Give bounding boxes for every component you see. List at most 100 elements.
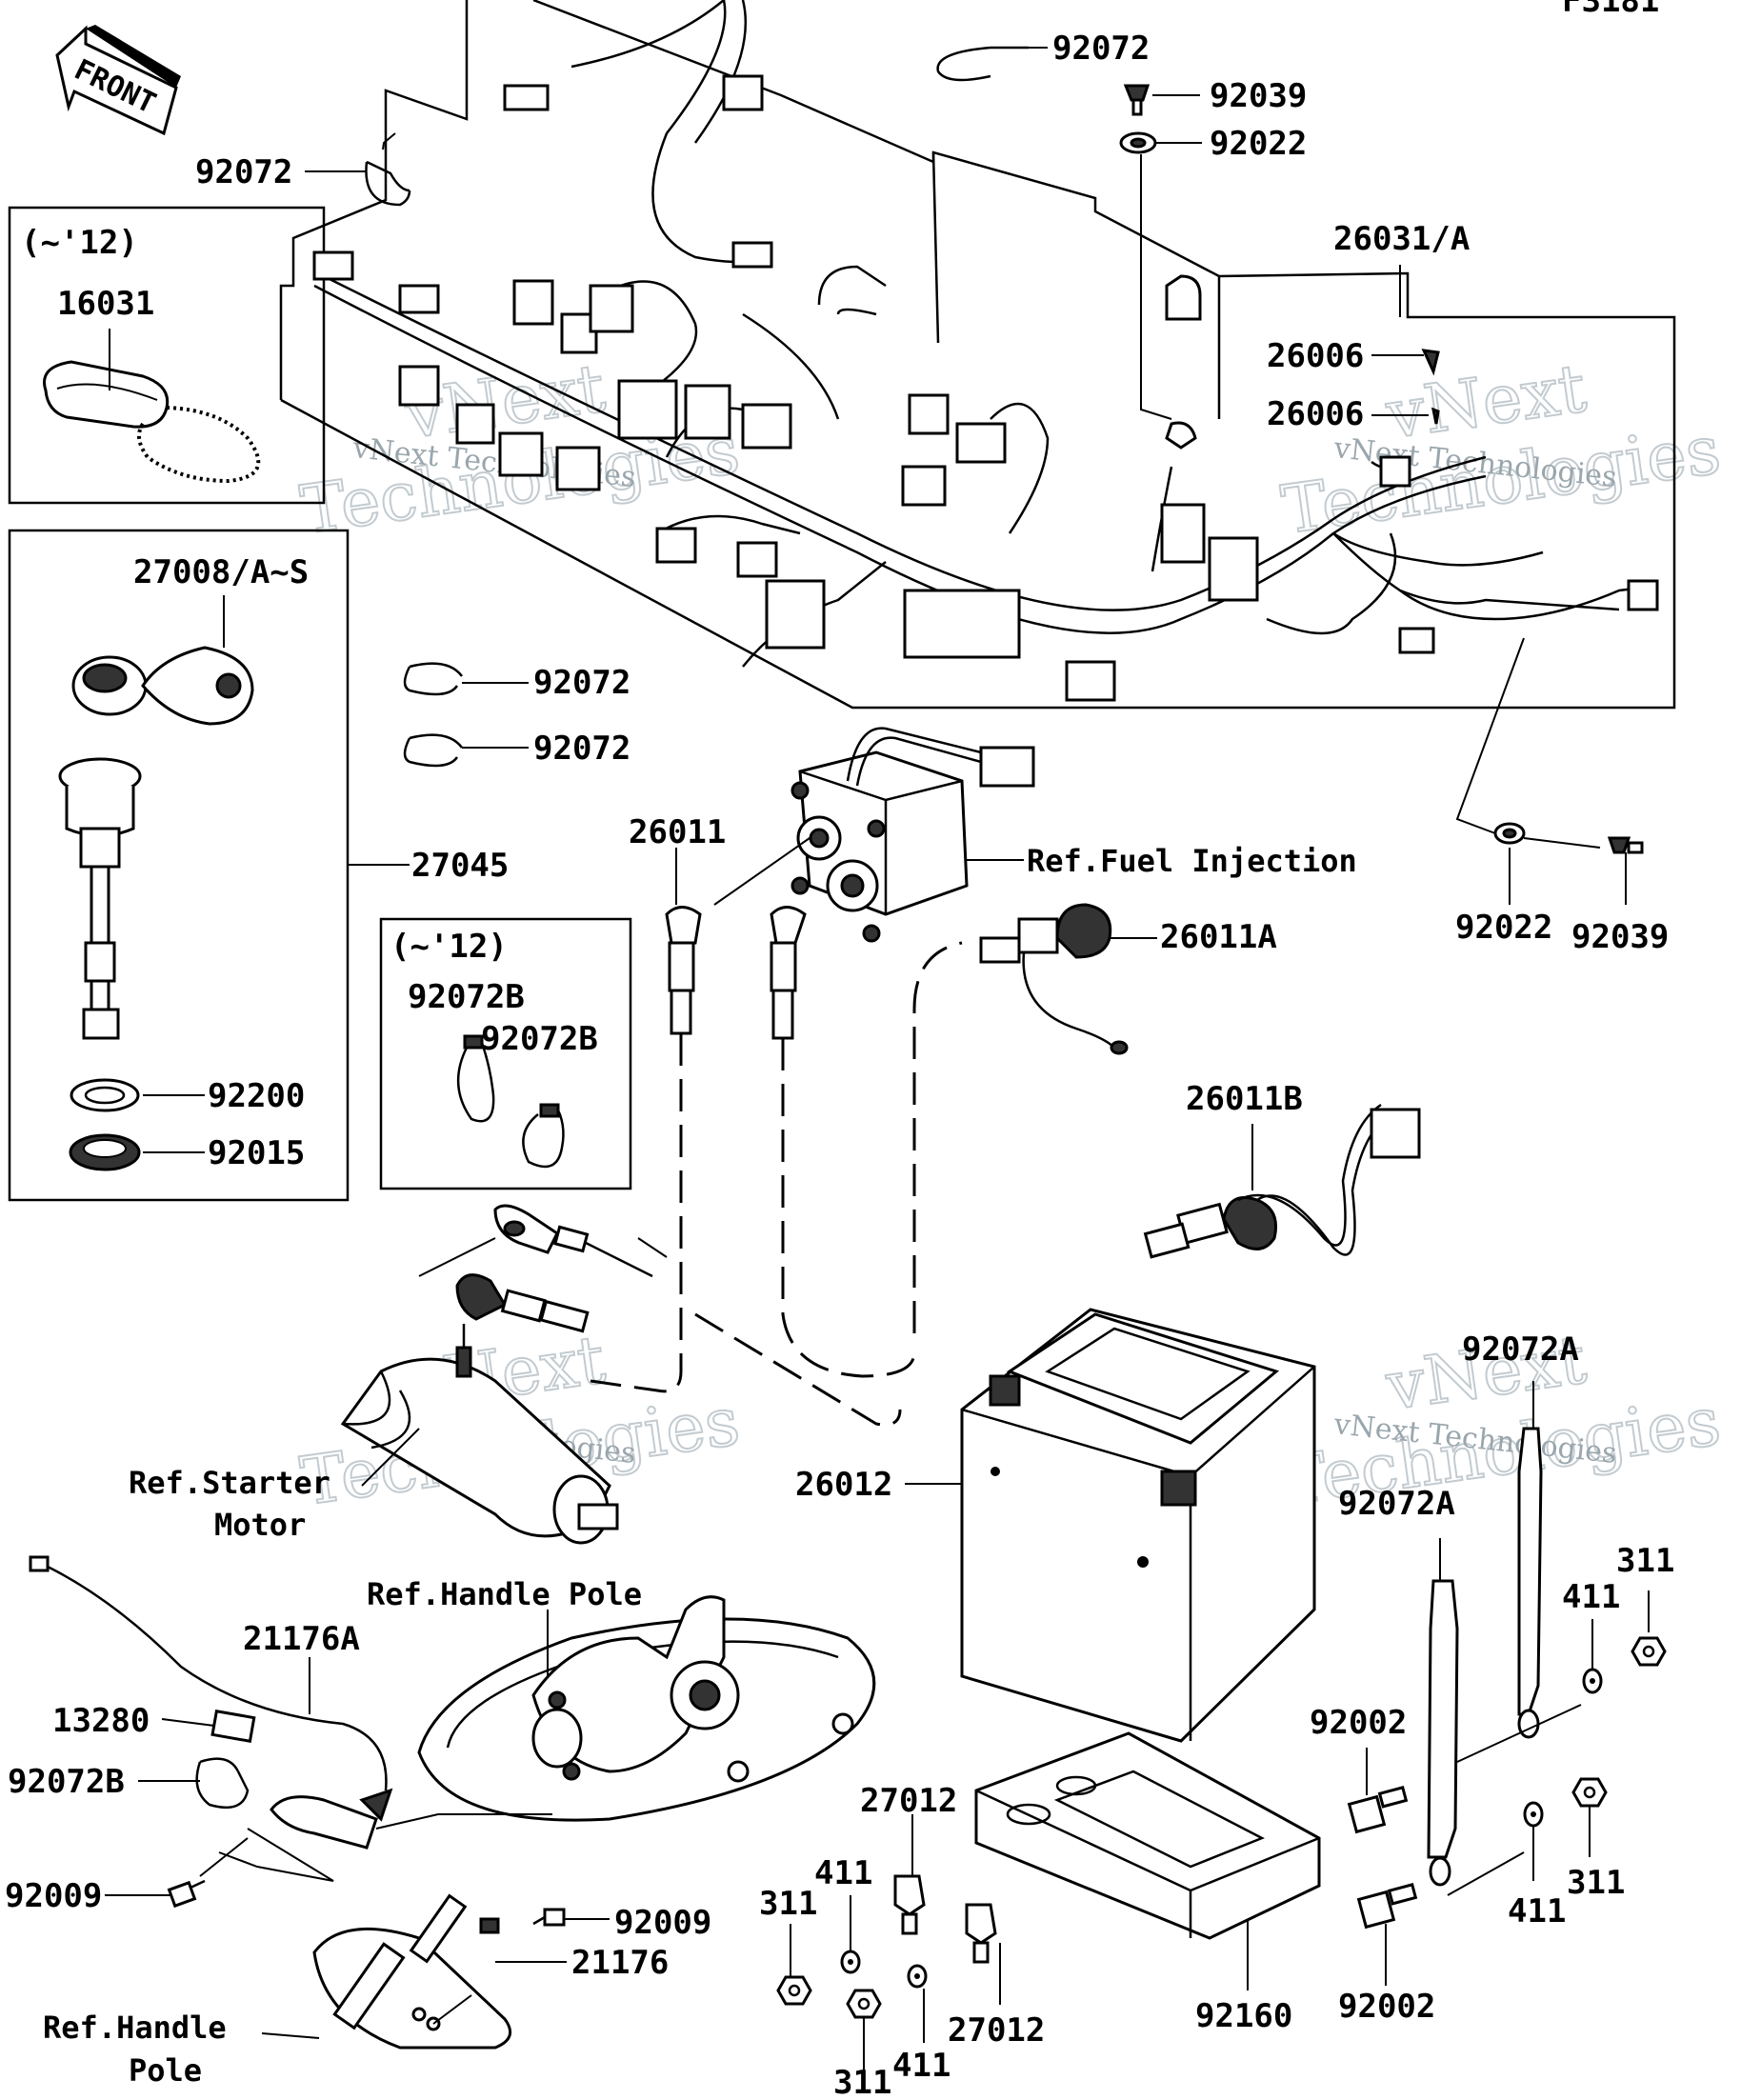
float-key-icon: [43, 360, 261, 484]
clip-26006-icon: [1421, 349, 1440, 376]
callout-label: 92009: [614, 1904, 711, 1942]
clamp-box-note: (~'12): [390, 928, 508, 966]
callout-label: 411: [814, 1854, 872, 1892]
clamp-icon: [456, 1034, 565, 1169]
battery-icon: [960, 1308, 1316, 1743]
bracket-27012-icon: [893, 1874, 926, 1935]
clip-92039-icon: [1123, 84, 1151, 116]
callout-labels: 92072 92039 92022 92072 26031/A 26006 26…: [5, 30, 1674, 2100]
bolt-92009-icon: [167, 1879, 206, 1909]
callout-label: 92072: [1052, 30, 1150, 68]
ignition-switch-icon: [58, 757, 142, 1040]
bolt-92009b-icon: [532, 1908, 566, 1927]
reference-labels: Ref.Fuel Injection Ref.Starter Motor Ref…: [43, 843, 1357, 2089]
callout-label: 311: [1616, 1542, 1674, 1580]
callout-label: 92200: [208, 1077, 305, 1115]
ignition-cap-icon: [71, 646, 254, 726]
callout-label: 92039: [1210, 77, 1307, 115]
ref-handle-pole: Ref.Handle Pole: [367, 1576, 642, 1612]
callout-label: 92072: [195, 153, 292, 191]
starter-motor-icon: [340, 1324, 619, 1545]
sensor-21176A-icon: [29, 1555, 393, 1850]
callout-label: 27012: [948, 2011, 1045, 2050]
callout-label: 26012: [795, 1466, 892, 1504]
watermark-2: vNext Technologies vNext Technologies: [1276, 348, 1726, 550]
callout-label: 16031: [57, 285, 154, 323]
callout-label: 311: [759, 1885, 817, 1923]
bolt-92002-icon: [1356, 1883, 1418, 1930]
nut-311-icon: [776, 1975, 812, 2006]
bolt-92002-icon: [1347, 1786, 1409, 1834]
callout-label: 26006: [1267, 337, 1364, 375]
ref-handle-pole-bottom-2: Pole: [129, 2052, 202, 2089]
callout-label: 26006: [1267, 395, 1364, 433]
washer-411-icon: [840, 1950, 861, 1974]
callout-label: 26011: [629, 813, 726, 851]
callout-label: 311: [1567, 1864, 1625, 1902]
nut-311-icon: [846, 1989, 882, 2019]
washer-411-icon: [1523, 1801, 1544, 1828]
starter-cable-1-icon: [493, 1204, 653, 1278]
callout-label: 411: [1562, 1578, 1620, 1616]
callout-label: 411: [1508, 1892, 1566, 1930]
callout-label: 26011B: [1186, 1080, 1303, 1118]
wiring-harness-icon: [279, 0, 1676, 710]
clamp-top-icon: [936, 46, 1029, 82]
callout-label: 26031/A: [1333, 220, 1470, 258]
clamp-box: [379, 917, 632, 1190]
nut-311-icon: [1571, 1777, 1608, 1808]
callout-label: 21176: [571, 1944, 669, 1982]
callout-label: 21176A: [243, 1620, 360, 1658]
callout-label: 26011A: [1160, 918, 1277, 956]
callout-label: 27045: [411, 847, 509, 885]
callout-label: 92009: [5, 1877, 102, 1915]
starter-cable-2-icon: [455, 1273, 590, 1333]
clamp-92072B-icon: [195, 1757, 250, 1810]
cable-26011B-icon: [1143, 1103, 1421, 1259]
callout-label: 92072A: [1338, 1485, 1455, 1523]
ref-handle-pole-bottom: Ref.Handle: [43, 2010, 227, 2046]
callout-label: 92072: [533, 664, 630, 702]
sensor-21176-icon: [312, 1893, 512, 2050]
callout-label: 92022: [1455, 909, 1552, 947]
ref-starter-motor-2: Motor: [214, 1507, 306, 1543]
battery-tray-icon: [974, 1731, 1321, 1940]
callout-label: 92072B: [408, 978, 525, 1016]
callout-label: 92002: [1310, 1704, 1407, 1742]
clip-26006b-icon: [1431, 407, 1440, 425]
figure-code: F3181: [1562, 0, 1659, 20]
clamp-left-icon: [365, 160, 411, 207]
nut-311-icon: [1631, 1636, 1667, 1667]
cable-26011A-icon: [979, 903, 1129, 1055]
callout-label: 92072B: [481, 1020, 598, 1058]
callout-label: 92072A: [1462, 1330, 1579, 1369]
callout-label: 92015: [208, 1134, 305, 1172]
callout-label: 92160: [1195, 1997, 1292, 2035]
callout-label: 27012: [860, 1782, 957, 1820]
callout-label: 311: [833, 2064, 891, 2100]
callout-label: 92039: [1571, 918, 1669, 956]
callout-label: 92002: [1338, 1988, 1435, 2026]
battery-strap-icon: [1427, 1427, 1543, 1887]
callout-label: 411: [892, 2047, 951, 2085]
bracket-27012-icon: [965, 1903, 997, 1964]
clamp-mid2-icon: [403, 733, 463, 768]
cable-26011-icon: [665, 906, 807, 1040]
washer-411-icon: [1582, 1668, 1603, 1694]
ref-fuel-injection: Ref.Fuel Injection: [1027, 843, 1357, 879]
key-box-note: (~'12): [21, 224, 138, 262]
callout-label: 92022: [1210, 125, 1307, 163]
clamp-mid1-icon: [403, 662, 463, 696]
fuel-injection-relay-icon: [790, 727, 1035, 943]
clip-92039-right-icon: [1607, 836, 1644, 854]
callout-label: 13280: [52, 1702, 150, 1740]
callout-label: 27008/A~S: [133, 553, 309, 591]
washer-92022-icon: [1119, 131, 1157, 154]
washer-icon: [70, 1078, 140, 1112]
washer-411-icon: [907, 1964, 928, 1989]
ref-starter-motor: Ref.Starter: [129, 1465, 330, 1501]
callout-label: 92072B: [8, 1763, 125, 1801]
handle-pole-icon: [417, 1595, 876, 1822]
callout-label: 92072: [533, 730, 630, 768]
